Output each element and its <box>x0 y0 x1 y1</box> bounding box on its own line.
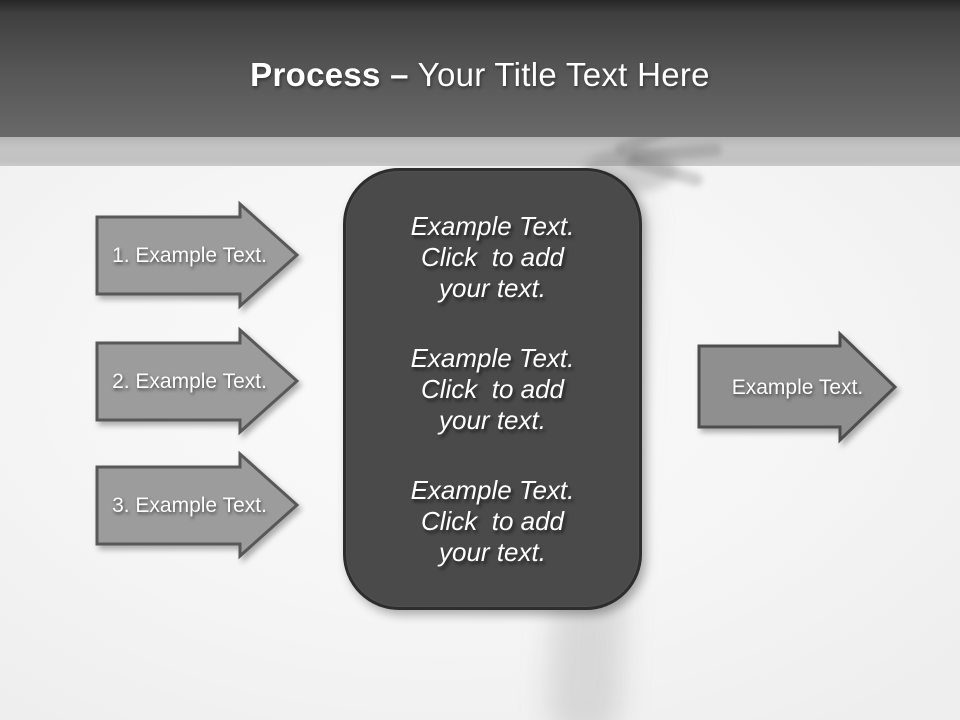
center-text-panel[interactable]: Example Text. Click to add your text. Ex… <box>343 168 642 610</box>
right-arrow-shape <box>697 330 898 444</box>
right-arrow-shape <box>95 326 300 436</box>
title-bar: Process – Your Title Text Here <box>0 0 960 137</box>
accent-band <box>0 137 960 166</box>
step-arrow-1[interactable]: 1. Example Text. <box>95 200 300 310</box>
right-arrow-shape <box>95 450 300 560</box>
output-arrow-label: Example Text. <box>731 375 864 399</box>
step-arrow-3[interactable]: 3. Example Text. <box>95 450 300 560</box>
output-arrow[interactable]: Example Text. <box>697 330 898 444</box>
slide-title: Process – Your Title Text Here <box>250 43 710 93</box>
step-arrow-label: 1. Example Text. <box>112 243 267 267</box>
right-arrow-shape <box>95 200 300 310</box>
title-rest: Your Title Text Here <box>408 56 710 94</box>
placeholder-paragraph: Example Text. Click to add your text. <box>410 210 575 303</box>
step-arrow-label: 3. Example Text. <box>112 493 267 517</box>
placeholder-paragraph: Example Text. Click to add your text. <box>410 342 575 435</box>
step-arrow-label: 2. Example Text. <box>112 369 267 393</box>
placeholder-paragraph: Example Text. Click to add your text. <box>410 474 575 567</box>
step-arrow-2[interactable]: 2. Example Text. <box>95 326 300 436</box>
title-emphasis: Process – <box>250 56 409 94</box>
